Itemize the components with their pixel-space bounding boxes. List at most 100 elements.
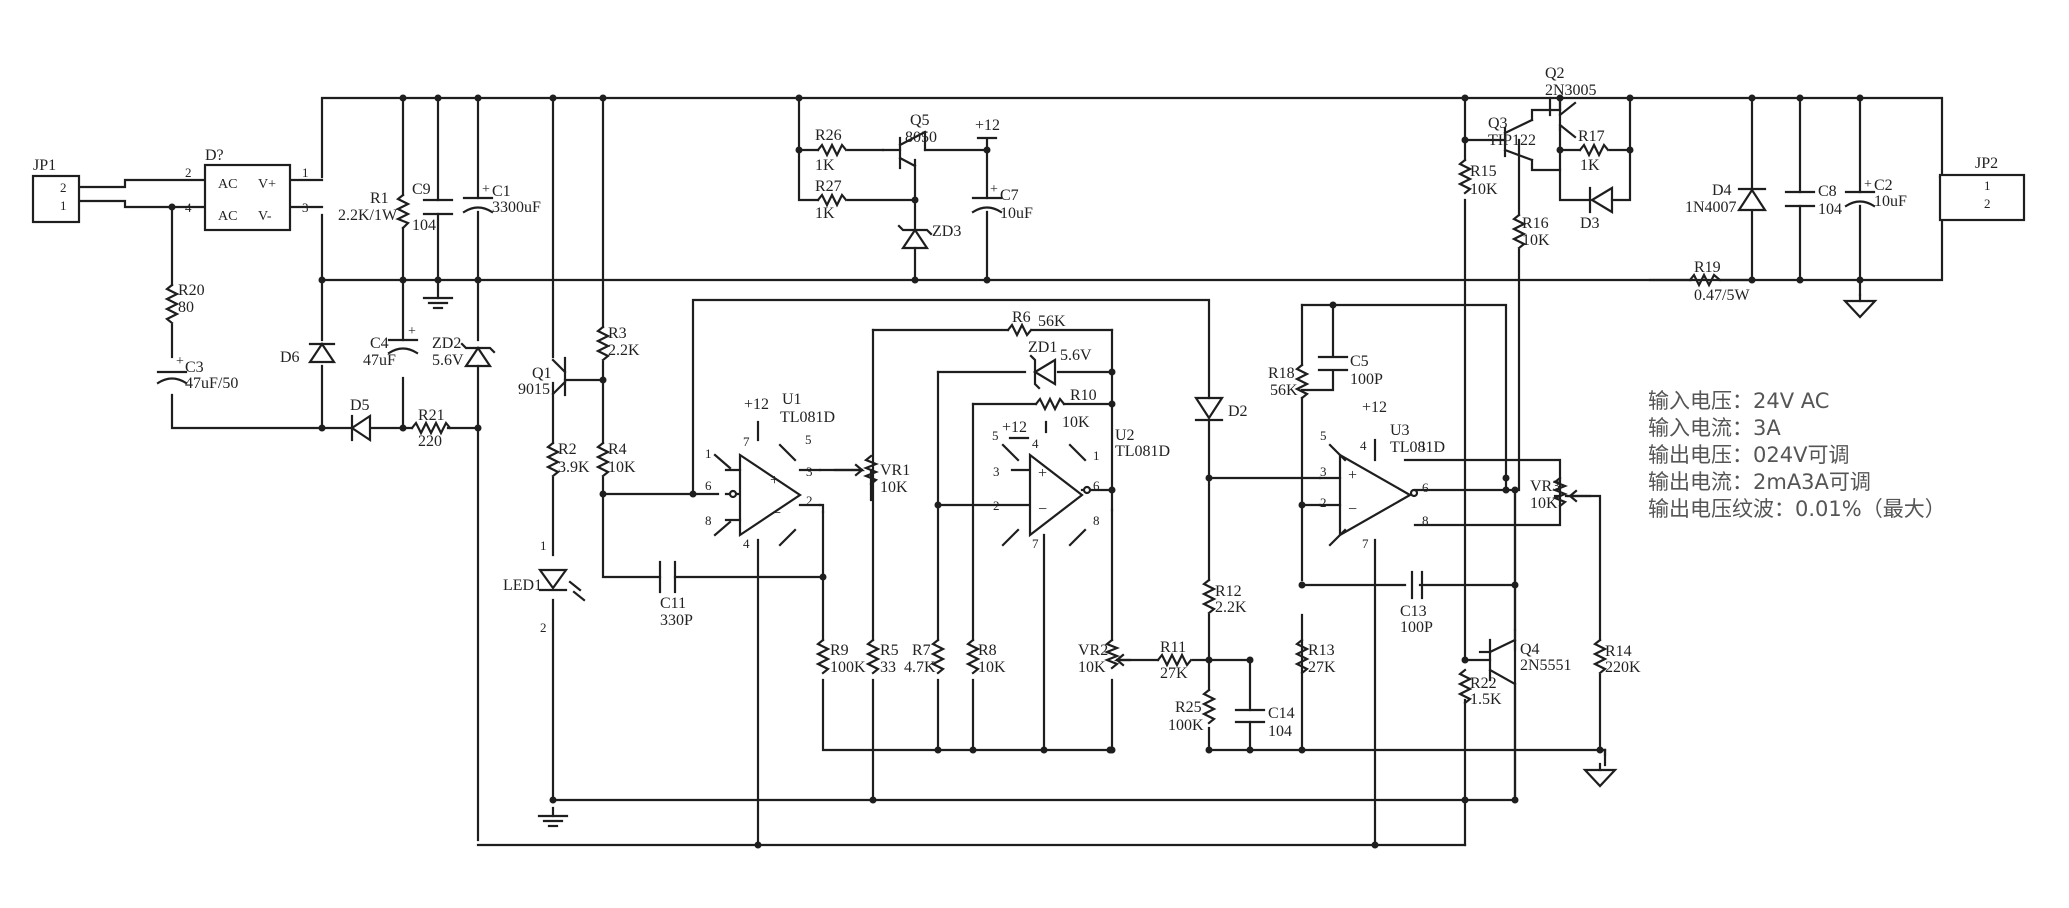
- svg-text:+12: +12: [975, 117, 1000, 134]
- svg-text:D?: D?: [205, 147, 224, 164]
- svg-text:6: 6: [705, 478, 712, 493]
- transistor-q2: Q2 2N3005: [1545, 65, 1597, 139]
- svg-text:4: 4: [1032, 436, 1039, 451]
- svg-text:2: 2: [185, 165, 192, 180]
- svg-text:C14: C14: [1268, 705, 1295, 722]
- svg-text:56K: 56K: [1038, 313, 1066, 330]
- svg-text:Q4: Q4: [1520, 641, 1540, 658]
- svg-text:2.2K/1W: 2.2K/1W: [338, 207, 398, 224]
- svg-text:8: 8: [705, 513, 712, 528]
- svg-text:R4: R4: [608, 441, 627, 458]
- svg-text:10K: 10K: [1522, 232, 1550, 249]
- svg-text:+: +: [990, 182, 998, 197]
- svg-text:R5: R5: [880, 642, 899, 659]
- svg-text:Q2: Q2: [1545, 65, 1565, 82]
- svg-text:VR2: VR2: [1078, 642, 1108, 659]
- svg-text:5.6V: 5.6V: [432, 352, 464, 369]
- svg-text:Q5: Q5: [910, 112, 930, 129]
- svg-text:AC: AC: [218, 177, 237, 192]
- svg-text:R6: R6: [1012, 309, 1031, 326]
- resistor-r10: R10 10K: [1034, 387, 1097, 431]
- transistor-q4: Q4 2N5551: [1488, 638, 1572, 686]
- svg-text:47uF: 47uF: [363, 352, 396, 369]
- svg-text:TL081D: TL081D: [1115, 443, 1170, 460]
- svg-text:7: 7: [1032, 536, 1039, 551]
- svg-text:3.9K: 3.9K: [558, 459, 590, 476]
- svg-text:D4: D4: [1712, 182, 1732, 199]
- diode-d4: D4 1N4007: [1685, 182, 1768, 216]
- svg-text:220: 220: [418, 433, 442, 450]
- zener-zd1: ZD1 5.6V: [1028, 339, 1092, 390]
- svg-text:TL081D: TL081D: [780, 409, 835, 426]
- svg-text:10K: 10K: [1530, 495, 1558, 512]
- svg-text:R15: R15: [1470, 163, 1497, 180]
- svg-text:R19: R19: [1694, 259, 1721, 276]
- svg-text:80: 80: [178, 299, 194, 316]
- svg-text:220K: 220K: [1605, 659, 1641, 676]
- svg-text:47uF/50: 47uF/50: [185, 375, 238, 392]
- bridge-rectifier: D? AC AC V+ V- 2 4 1 3: [185, 147, 309, 232]
- svg-text:33: 33: [880, 659, 896, 676]
- capacitor-c9: C9 104: [412, 181, 454, 234]
- svg-text:10K: 10K: [978, 659, 1006, 676]
- resistor-r15: R15 10K: [1457, 158, 1498, 198]
- resistor-r13: R13 27K: [1294, 638, 1336, 676]
- svg-text:1.5K: 1.5K: [1470, 691, 1502, 708]
- diode-d3: D3: [1580, 186, 1614, 232]
- ground-tri-1: [1583, 762, 1617, 788]
- svg-text:C8: C8: [1818, 183, 1837, 200]
- svg-text:R7: R7: [912, 642, 931, 659]
- diode-d2: D2: [1193, 396, 1248, 422]
- svg-text:2: 2: [1320, 495, 1327, 510]
- svg-text:C9: C9: [412, 181, 431, 198]
- svg-text:VR3: VR3: [1530, 478, 1560, 495]
- resistor-r21: R21 220: [410, 407, 452, 450]
- svg-text:C3: C3: [185, 359, 204, 376]
- resistor-r20: R20 80: [164, 282, 205, 325]
- svg-text:1K: 1K: [815, 157, 835, 174]
- svg-text:1: 1: [60, 198, 67, 213]
- resistor-r18: R18 56K: [1268, 363, 1310, 400]
- svg-text:ZD1: ZD1: [1028, 339, 1057, 356]
- svg-text:R13: R13: [1308, 642, 1335, 659]
- svg-text:3: 3: [1320, 464, 1327, 479]
- resistor-r6: R6 56K: [1006, 309, 1066, 338]
- svg-text:Q3: Q3: [1488, 115, 1508, 132]
- svg-text:1: 1: [1984, 178, 1991, 193]
- svg-text:2: 2: [806, 493, 813, 508]
- svg-text:C4: C4: [370, 335, 389, 352]
- svg-text:10K: 10K: [1078, 659, 1106, 676]
- capacitor-c11: C11 330P: [658, 560, 693, 629]
- svg-text:10K: 10K: [1470, 181, 1498, 198]
- svg-text:D6: D6: [280, 349, 300, 366]
- svg-text:+: +: [1348, 467, 1357, 484]
- svg-text:−: −: [1348, 501, 1357, 518]
- svg-text:2: 2: [540, 620, 547, 635]
- capacitor-c7: + C7 10uF: [971, 182, 1033, 222]
- svg-text:3: 3: [993, 464, 1000, 479]
- svg-text:−: −: [772, 505, 781, 522]
- svg-text:1: 1: [1093, 448, 1100, 463]
- svg-text:10uF: 10uF: [1874, 193, 1907, 210]
- svg-text:D3: D3: [1580, 215, 1600, 232]
- svg-text:104: 104: [412, 217, 436, 234]
- svg-text:7: 7: [1362, 536, 1369, 551]
- label-jp1: JP1: [33, 157, 56, 174]
- svg-text:R9: R9: [830, 642, 849, 659]
- connector-jp2: JP2 1 2: [1938, 155, 2026, 222]
- svg-text:R3: R3: [608, 325, 627, 342]
- svg-text:4.7K: 4.7K: [904, 659, 936, 676]
- svg-text:AC: AC: [218, 209, 237, 224]
- svg-text:ZD2: ZD2: [432, 335, 461, 352]
- resistor-r26: R26 1K: [815, 127, 848, 174]
- transistor-q5: Q5 8050: [881, 112, 937, 170]
- svg-text:V-: V-: [258, 209, 272, 224]
- svg-text:D5: D5: [350, 397, 370, 414]
- svg-text:U3: U3: [1390, 422, 1410, 439]
- svg-text:+: +: [176, 354, 184, 369]
- svg-text:R18: R18: [1268, 365, 1295, 382]
- resistor-r3: R3 2.2K: [595, 325, 640, 362]
- svg-text:6: 6: [1422, 480, 1429, 495]
- svg-text:1N4007: 1N4007: [1685, 199, 1737, 216]
- svg-text:1: 1: [1420, 438, 1427, 453]
